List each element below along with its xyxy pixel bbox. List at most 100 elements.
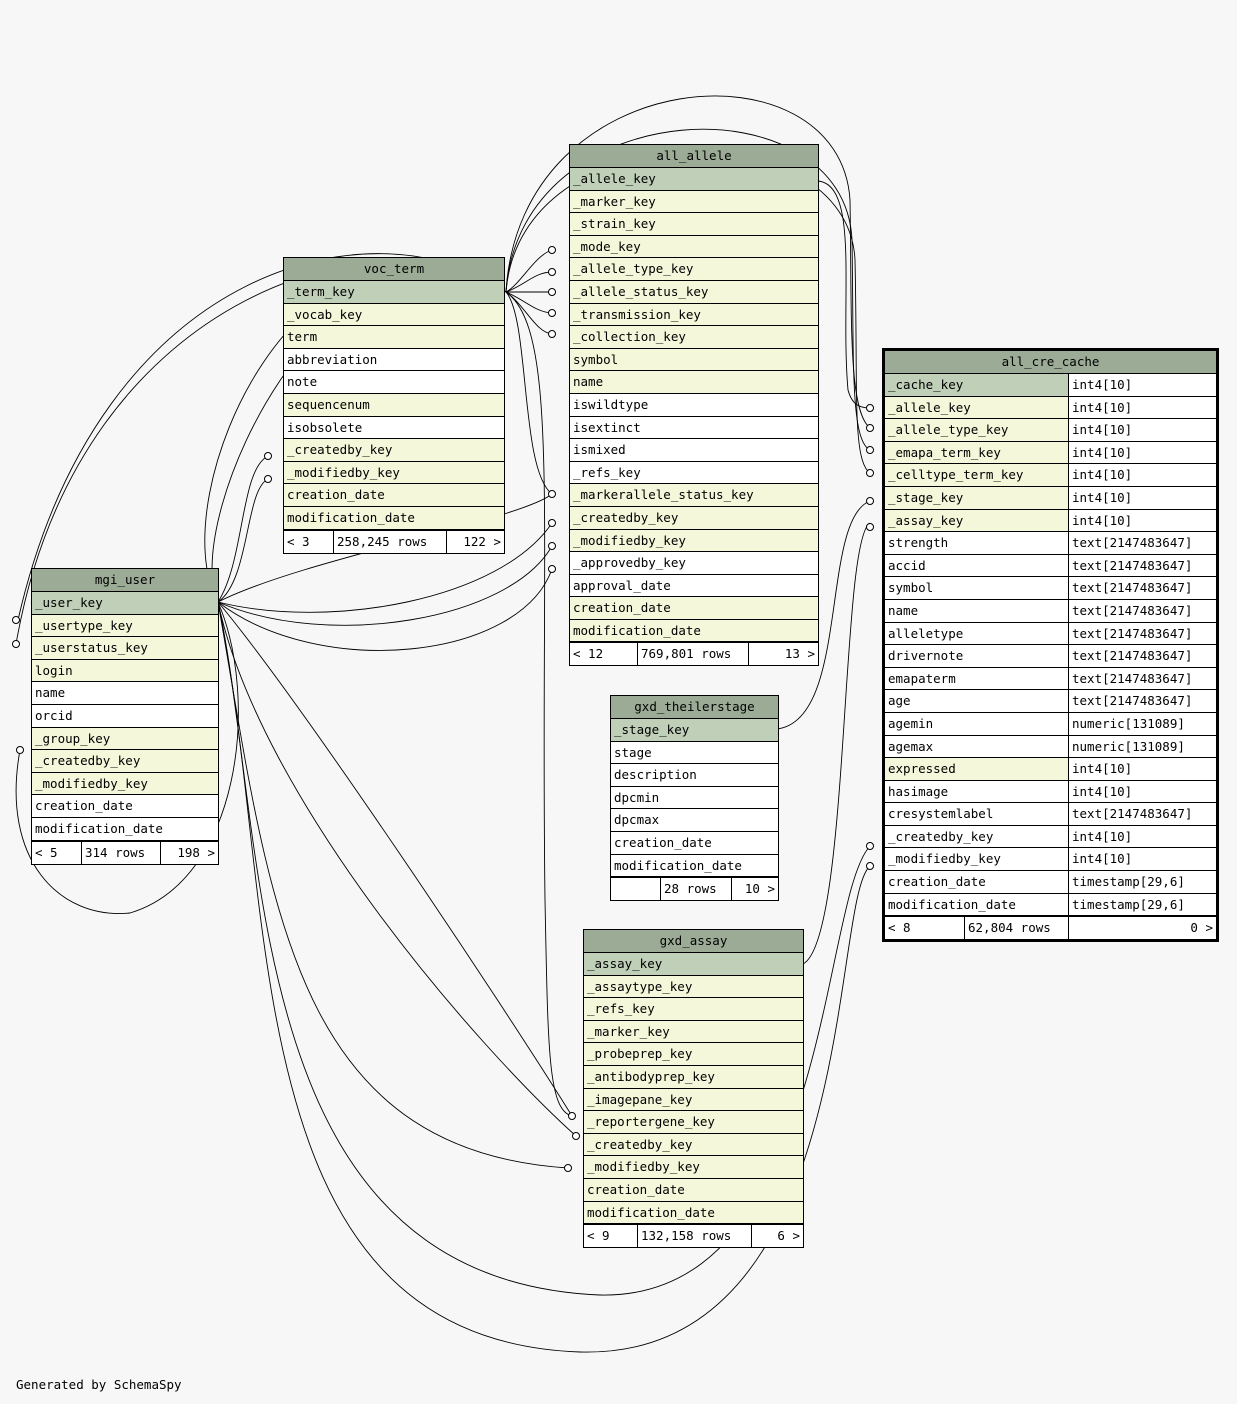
column-row[interactable]: term: [284, 326, 504, 349]
column-row[interactable]: _transmission_key: [570, 303, 818, 327]
column-row[interactable]: _allele_key: [570, 168, 818, 191]
column-row[interactable]: _modifiedby_key: [570, 529, 818, 553]
column-row[interactable]: approval_date: [570, 574, 818, 598]
column-row[interactable]: description: [611, 764, 778, 787]
child-count[interactable]: 0 >: [1068, 917, 1216, 940]
column-row[interactable]: stage: [611, 741, 778, 765]
table-title[interactable]: all_allele: [570, 145, 818, 168]
column-row[interactable]: _imagepane_key: [584, 1088, 803, 1112]
column-row[interactable]: symbol: [570, 348, 818, 372]
column-row[interactable]: _antibodyprep_key: [584, 1065, 803, 1089]
column-row[interactable]: abbreviation: [284, 348, 504, 372]
child-count[interactable]: 13 >: [748, 643, 818, 666]
column-row[interactable]: _group_key: [32, 727, 218, 751]
column-row[interactable]: _createdby_key: [570, 506, 818, 530]
table-title[interactable]: gxd_theilerstage: [611, 696, 778, 719]
column-row[interactable]: _createdby_key: [584, 1133, 803, 1157]
column-row[interactable]: _modifiedby_key: [32, 772, 218, 796]
column-row[interactable]: ismixed: [570, 439, 818, 462]
column-row[interactable]: modification_date: [570, 619, 818, 643]
table-title[interactable]: voc_term: [284, 258, 504, 281]
column-row[interactable]: _assaytype_key: [584, 975, 803, 999]
column-row[interactable]: _term_key: [284, 281, 504, 304]
column-row[interactable]: _allele_type_key: [570, 258, 818, 281]
table-gxd_assay[interactable]: gxd_assay_assay_key_assaytype_key_refs_k…: [583, 929, 804, 1249]
column-row[interactable]: sequencenum: [284, 393, 504, 417]
column-row[interactable]: creation_date: [584, 1178, 803, 1202]
table-title[interactable]: all_cre_cache: [885, 351, 1216, 374]
column-row[interactable]: dpcmax: [611, 809, 778, 832]
parent-count[interactable]: < 8: [885, 917, 965, 940]
column-row[interactable]: isextinct: [570, 416, 818, 440]
column-row[interactable]: _usertype_key: [32, 614, 218, 638]
column-row[interactable]: _user_key: [32, 592, 218, 615]
column-row[interactable]: _assay_key: [584, 953, 803, 976]
column-row[interactable]: modification_date: [32, 817, 218, 841]
parent-count[interactable]: [611, 878, 661, 901]
child-count[interactable]: 198 >: [160, 841, 218, 864]
column-row[interactable]: _createdby_key: [32, 750, 218, 773]
child-count[interactable]: 6 >: [751, 1225, 803, 1248]
column-row[interactable]: _createdby_key: [284, 439, 504, 462]
column-row[interactable]: orcid: [32, 704, 218, 728]
column-row[interactable]: _marker_key: [584, 1020, 803, 1044]
column-row[interactable]: iswildtype: [570, 393, 818, 417]
column-row[interactable]: note: [284, 371, 504, 394]
column-row[interactable]: creation_date: [284, 484, 504, 507]
column-row[interactable]: name: [32, 682, 218, 705]
column-row[interactable]: _collection_key: [570, 326, 818, 349]
table-all_allele[interactable]: all_allele_allele_key_marker_key_strain_…: [569, 144, 819, 667]
column-row[interactable]: _allele_status_key: [570, 280, 818, 304]
column-row[interactable]: creation_date: [611, 831, 778, 855]
table-title[interactable]: gxd_assay: [584, 930, 803, 953]
column-row[interactable]: _userstatus_key: [32, 637, 218, 660]
table-title[interactable]: mgi_user: [32, 569, 218, 592]
column-row[interactable]: _strain_key: [570, 213, 818, 236]
column-row[interactable]: _mode_key: [570, 235, 818, 259]
column-row[interactable]: _markerallele_status_key: [570, 484, 818, 507]
column-row[interactable]: login: [32, 659, 218, 683]
column-row[interactable]: _approvedby_key: [570, 552, 818, 575]
parent-count[interactable]: < 5: [32, 841, 82, 864]
column-row[interactable]: creation_date: [32, 795, 218, 818]
column-row[interactable]: dpcmin: [611, 786, 778, 810]
column-row[interactable]: name: [570, 371, 818, 394]
column-row[interactable]: creation_date: [570, 597, 818, 620]
column-row[interactable]: modification_date: [284, 506, 504, 530]
column-row[interactable]: _modifiedby_key: [584, 1156, 803, 1179]
parent-count[interactable]: < 12: [570, 643, 638, 666]
column-row[interactable]: _vocab_key: [284, 303, 504, 327]
column-row[interactable]: isobsolete: [284, 416, 504, 440]
child-count[interactable]: 10 >: [731, 878, 778, 901]
column-row[interactable]: _modifiedby_key: [284, 461, 504, 485]
column-row[interactable]: _reportergene_key: [584, 1111, 803, 1134]
column-row[interactable]: modification_date: [584, 1201, 803, 1225]
parent-count[interactable]: < 9: [584, 1225, 638, 1248]
